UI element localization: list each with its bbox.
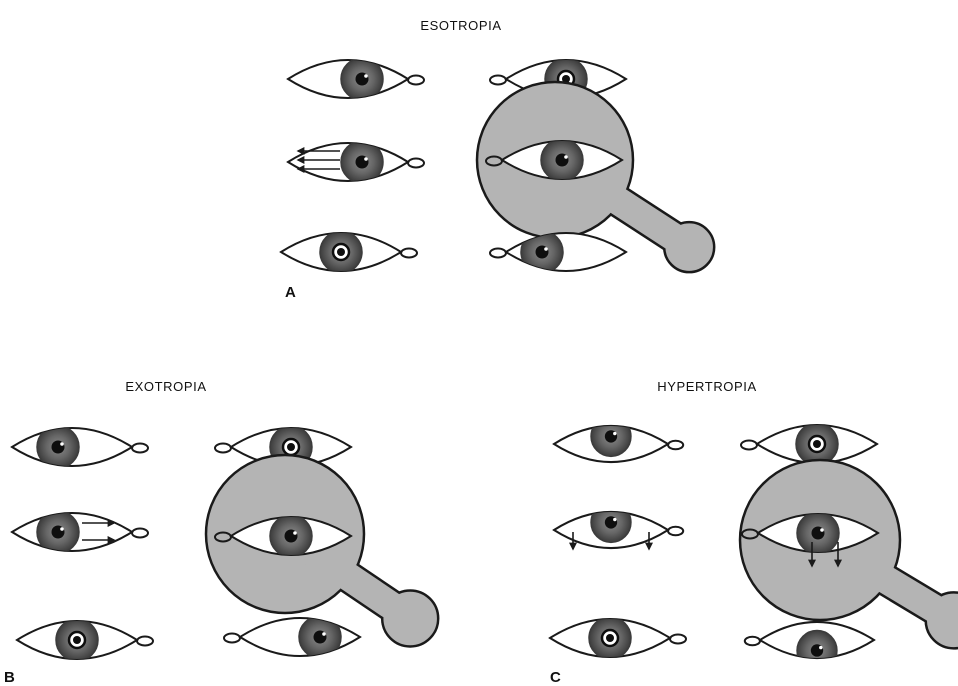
panel-label-c: C — [550, 669, 561, 686]
eye — [550, 617, 686, 659]
eye — [554, 502, 683, 549]
eye — [745, 622, 874, 670]
eye — [17, 619, 153, 661]
panel-label-a: A — [285, 284, 296, 301]
eye — [288, 141, 424, 183]
eye — [12, 511, 148, 553]
eye — [224, 616, 360, 658]
occluder — [740, 460, 958, 648]
eye — [554, 416, 683, 462]
eye — [281, 231, 417, 273]
panel-title-exotropia: EXOTROPIA — [125, 379, 206, 394]
panel-title-hypertropia: HYPERTROPIA — [657, 379, 757, 394]
eye — [288, 58, 424, 100]
panel-hypertropia: HYPERTROPIA C — [550, 379, 958, 686]
eye — [12, 426, 148, 468]
panel-exotropia: EXOTROPIA B — [4, 379, 438, 686]
panel-esotropia: ESOTROPIA A — [281, 18, 714, 301]
panel-title-esotropia: ESOTROPIA — [420, 18, 501, 33]
panel-label-b: B — [4, 669, 15, 686]
eye — [490, 231, 626, 273]
eye — [741, 423, 877, 465]
